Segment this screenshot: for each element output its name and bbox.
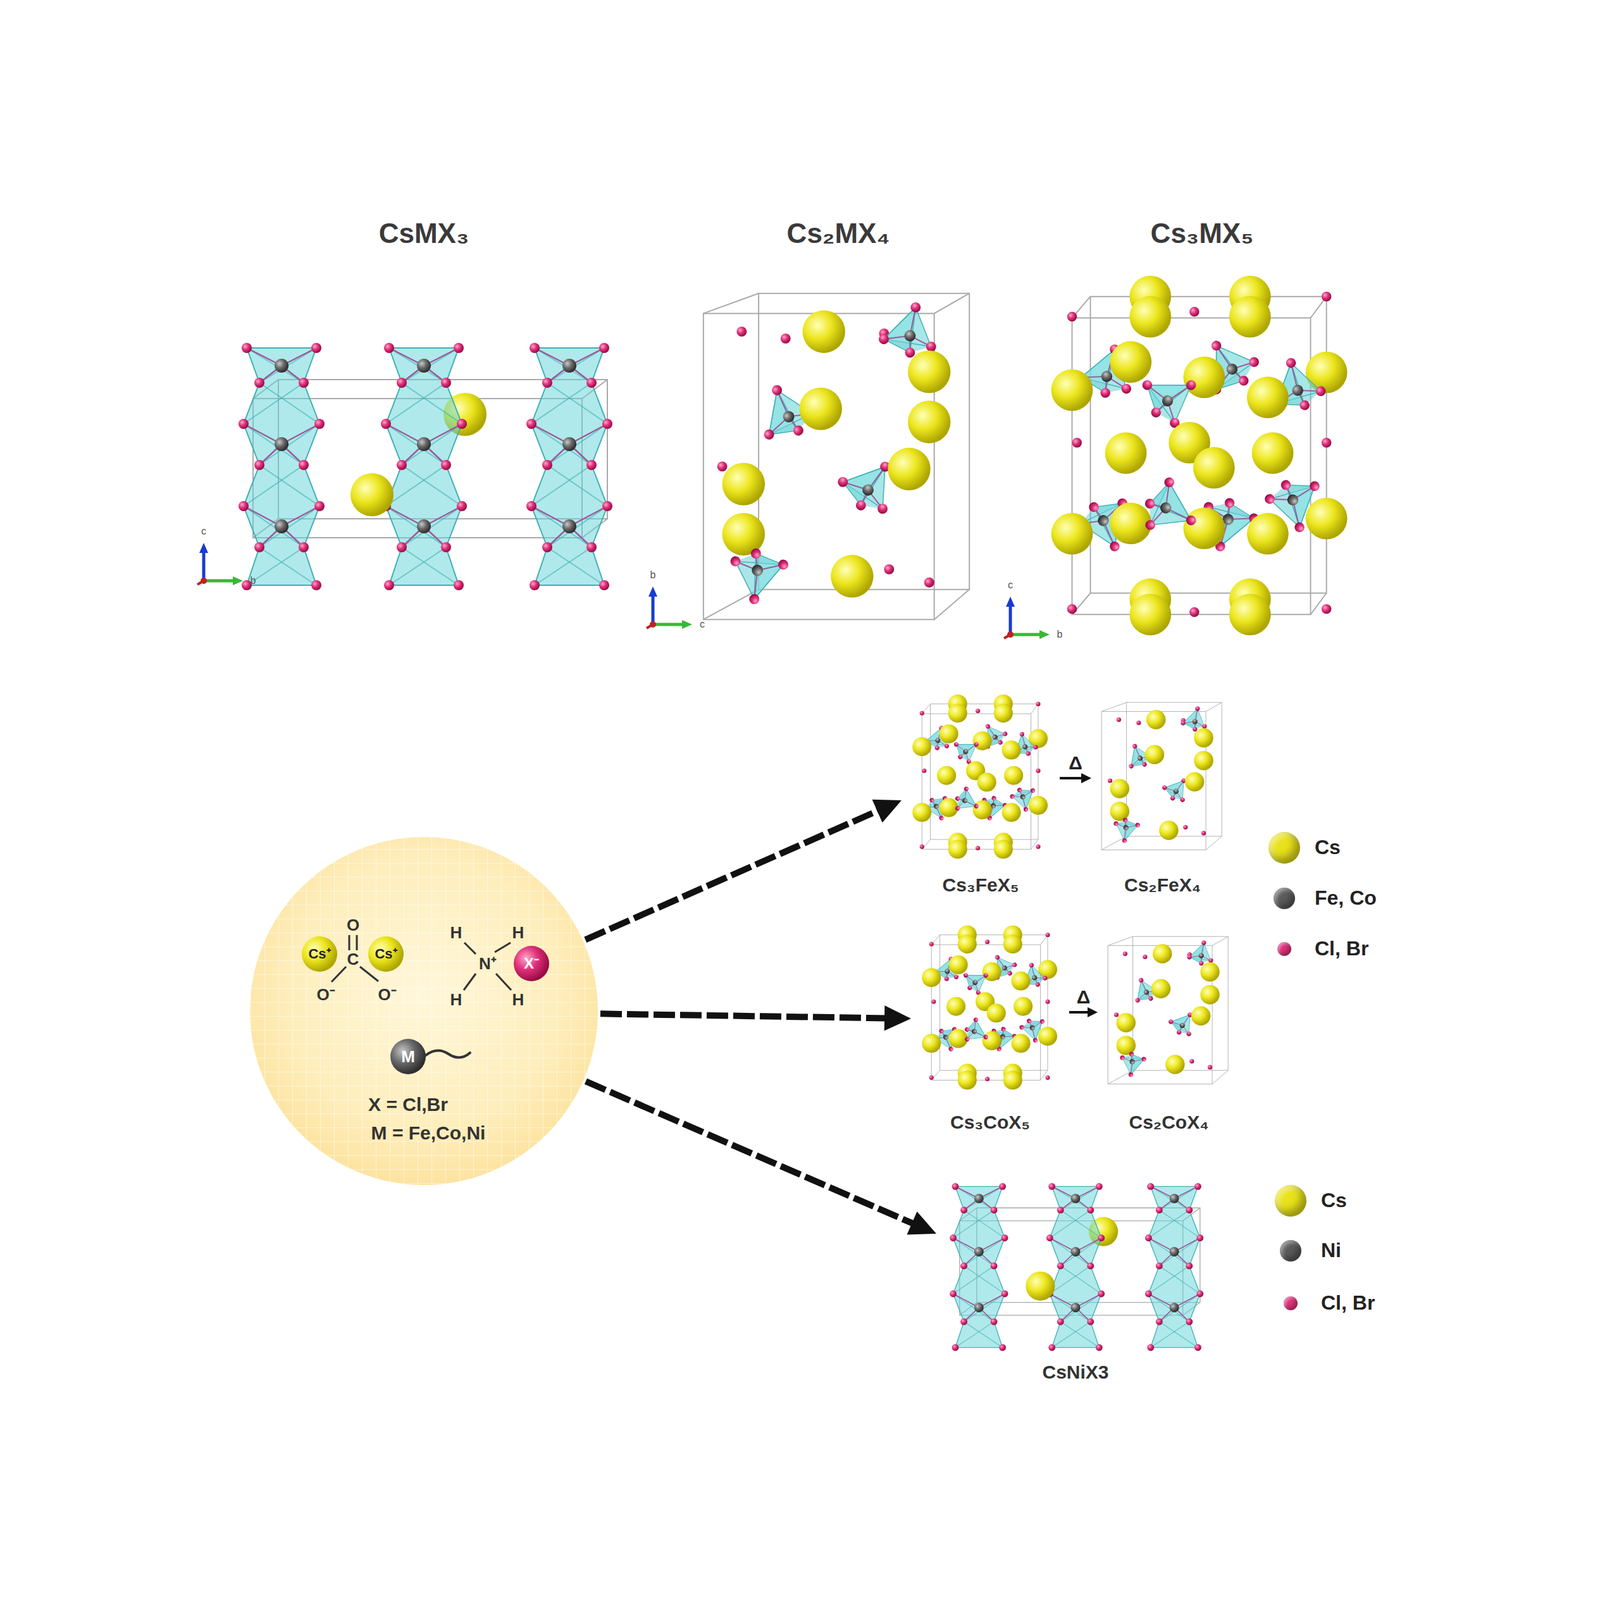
- formula-text: X = Cl,Br: [368, 1093, 448, 1115]
- cs2mx4-structure: [703, 293, 970, 621]
- arrow-shaft: [585, 1081, 915, 1225]
- axis-triad: [1004, 596, 1050, 639]
- reaction-arrow: [600, 1005, 912, 1031]
- structure-label: Cs₃FeX₅: [942, 874, 1020, 896]
- arrow-head: [1081, 773, 1092, 784]
- legend-swatch: [1279, 1240, 1302, 1262]
- axis-letter: b: [650, 569, 657, 581]
- legend-text: Cl, Br: [1314, 937, 1369, 960]
- axis-triad: [646, 586, 693, 629]
- formula-text: Cs⁺: [374, 946, 397, 962]
- structure-node: Cs₂MX₄: [689, 218, 987, 636]
- axis-letter: c: [699, 618, 705, 631]
- csnix3-structure: [949, 1183, 1204, 1351]
- structure-label: Cs₂MX₄: [787, 218, 891, 249]
- arrow-shaft: [600, 1013, 887, 1018]
- cs2cox4-structure: [1107, 936, 1228, 1084]
- axis-letter: b: [1057, 628, 1063, 641]
- circle-grid: [249, 837, 598, 1185]
- arrow-shaft: [585, 809, 880, 940]
- formula-text: O⁻: [316, 985, 335, 1005]
- formula-text: O⁻: [377, 985, 397, 1005]
- structure-node: CsMX₃: [221, 218, 627, 602]
- metal-sphere: [390, 1038, 426, 1075]
- axis-letter: c: [201, 525, 207, 538]
- structure-node: Cs₃MX₅: [1037, 218, 1367, 643]
- axis-letter: b: [250, 575, 257, 587]
- arrow-head: [884, 1005, 912, 1031]
- structure-label: Cs₃CoX₅: [950, 1111, 1030, 1133]
- arrow-head: [872, 799, 902, 824]
- formula-text: Cs⁺: [308, 946, 331, 962]
- formula-text: O: [346, 916, 360, 935]
- structure-node: Cs₂CoX₄: [1097, 923, 1241, 1133]
- legend-text: Cs: [1320, 1189, 1347, 1212]
- formula-text: H: [450, 923, 463, 943]
- circle-ground: [249, 837, 598, 1185]
- bonds: [331, 935, 512, 1058]
- arrow-shaft: [1059, 776, 1083, 780]
- structure-node: Cs₃FeX₅: [901, 692, 1060, 896]
- structure-label: Cs₂CoX₄: [1129, 1111, 1210, 1133]
- axis-triad: [197, 542, 243, 586]
- cs3cox5-structure: [921, 925, 1058, 1091]
- reaction-arrow: [585, 799, 902, 941]
- axis-triads: [197, 542, 1050, 639]
- formula-text: M = Fe,Co,Ni: [371, 1122, 486, 1144]
- formula-text: C: [347, 950, 360, 969]
- cs2fex4-structure: [1101, 702, 1222, 850]
- cs3fex5-structure: [912, 694, 1048, 860]
- structure-node: Cs₂FeX₄: [1091, 692, 1234, 896]
- reaction-arrow: [1059, 773, 1092, 784]
- precursor-circle: [249, 837, 598, 1185]
- legend-swatch: [1283, 1296, 1298, 1311]
- formula-text: H: [512, 990, 525, 1010]
- structure-node: Cs₃CoX₅: [911, 923, 1070, 1133]
- formula-text: H: [512, 923, 525, 943]
- arrow-head: [907, 1211, 937, 1235]
- legend-text: Ni: [1320, 1239, 1342, 1262]
- legend-swatch: [1273, 887, 1296, 910]
- structure-label: CsMX₃: [378, 218, 470, 249]
- csmx3-structure: [238, 342, 613, 591]
- legend-text: Fe, Co: [1314, 886, 1377, 910]
- heat-label: Δ: [1075, 986, 1092, 1008]
- formula-text: N⁺: [478, 954, 497, 974]
- legend-text: Cs: [1314, 836, 1341, 859]
- crystal-structures: [238, 275, 1348, 1351]
- legend-swatch: [1277, 942, 1292, 956]
- structure-label: Cs₂FeX₄: [1124, 874, 1201, 896]
- legend-swatch: [1274, 1184, 1307, 1217]
- structure-label: CsNiX3: [1041, 1361, 1109, 1383]
- reaction-arrow: [1069, 1007, 1098, 1018]
- arrow-head: [1087, 1007, 1098, 1018]
- formula-text: M: [401, 1047, 416, 1067]
- formula-text: X⁻: [523, 955, 540, 972]
- heat-label: Δ: [1067, 752, 1084, 774]
- formula-text: H: [450, 990, 463, 1010]
- structure-label: Cs₃MX₅: [1150, 218, 1254, 249]
- axis-letter: c: [1007, 579, 1013, 591]
- cs-sphere: [301, 936, 338, 972]
- arrow-shaft: [1069, 1010, 1089, 1014]
- legend-swatch: [1268, 831, 1301, 864]
- legend-text: Cl, Br: [1320, 1291, 1375, 1315]
- halide-sphere: [513, 945, 550, 982]
- cs-sphere: [368, 936, 404, 972]
- structure-node: CsNiX3: [936, 1170, 1215, 1383]
- precursor-circle: Cs⁺ Cs⁺ OC O⁻ O⁻ H H N⁺ X⁻ H H M X = Cl,Br M = Fe,Co,…: [249, 837, 598, 1185]
- cs3mx5-structure: [1051, 275, 1348, 636]
- reaction-arrow: [585, 1081, 937, 1235]
